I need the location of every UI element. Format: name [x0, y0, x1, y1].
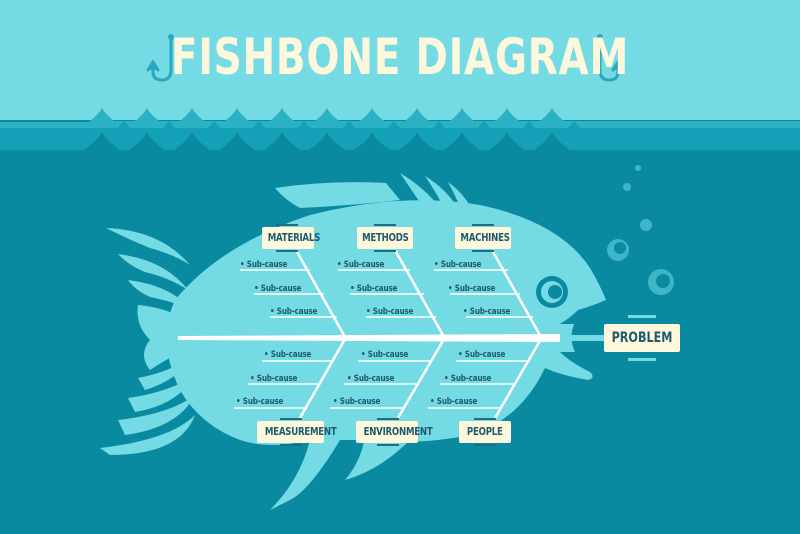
fish-spine [178, 334, 560, 342]
waves [0, 108, 800, 160]
subcause: • Sub-cause [463, 307, 511, 317]
subcause: • Sub-cause [350, 284, 398, 294]
subcause: • Sub-cause [448, 284, 496, 294]
problem-label: PROBLEM [604, 324, 680, 352]
subcause: • Sub-cause [337, 260, 385, 270]
fishing-hook-icon [597, 34, 625, 82]
subcause: • Sub-cause [264, 350, 312, 360]
subcause: • Sub-cause [333, 397, 381, 407]
category-people: PEOPLE [459, 421, 511, 443]
category-machines: MACHINES [455, 227, 511, 249]
bones-top [240, 249, 543, 338]
subcause: • Sub-cause [430, 397, 478, 407]
subcause: • Sub-cause [236, 397, 284, 407]
subcause: • Sub-cause [347, 374, 395, 384]
subcause: • Sub-cause [240, 260, 288, 270]
subcause: • Sub-cause [444, 374, 492, 384]
subcause: • Sub-cause [250, 374, 298, 384]
page-title: FISHBONE DIAGRAM [170, 28, 630, 86]
bones-bottom [234, 338, 543, 419]
subcause: • Sub-cause [270, 307, 318, 317]
category-environment: ENVIRONMENT [356, 421, 433, 443]
sky [0, 0, 800, 130]
fishing-hook-icon [146, 34, 174, 82]
subcause: • Sub-cause [458, 350, 506, 360]
category-measurement: MEASUREMENT [257, 421, 337, 443]
label-dashes [276, 224, 496, 446]
subcause: • Sub-cause [434, 260, 482, 270]
category-materials: MATERIALS [262, 227, 320, 249]
subcause: • Sub-cause [361, 350, 409, 360]
fish-eye-icon [536, 276, 568, 308]
category-methods: METHODS [357, 227, 413, 249]
subcause: • Sub-cause [366, 307, 414, 317]
subcause: • Sub-cause [254, 284, 302, 294]
